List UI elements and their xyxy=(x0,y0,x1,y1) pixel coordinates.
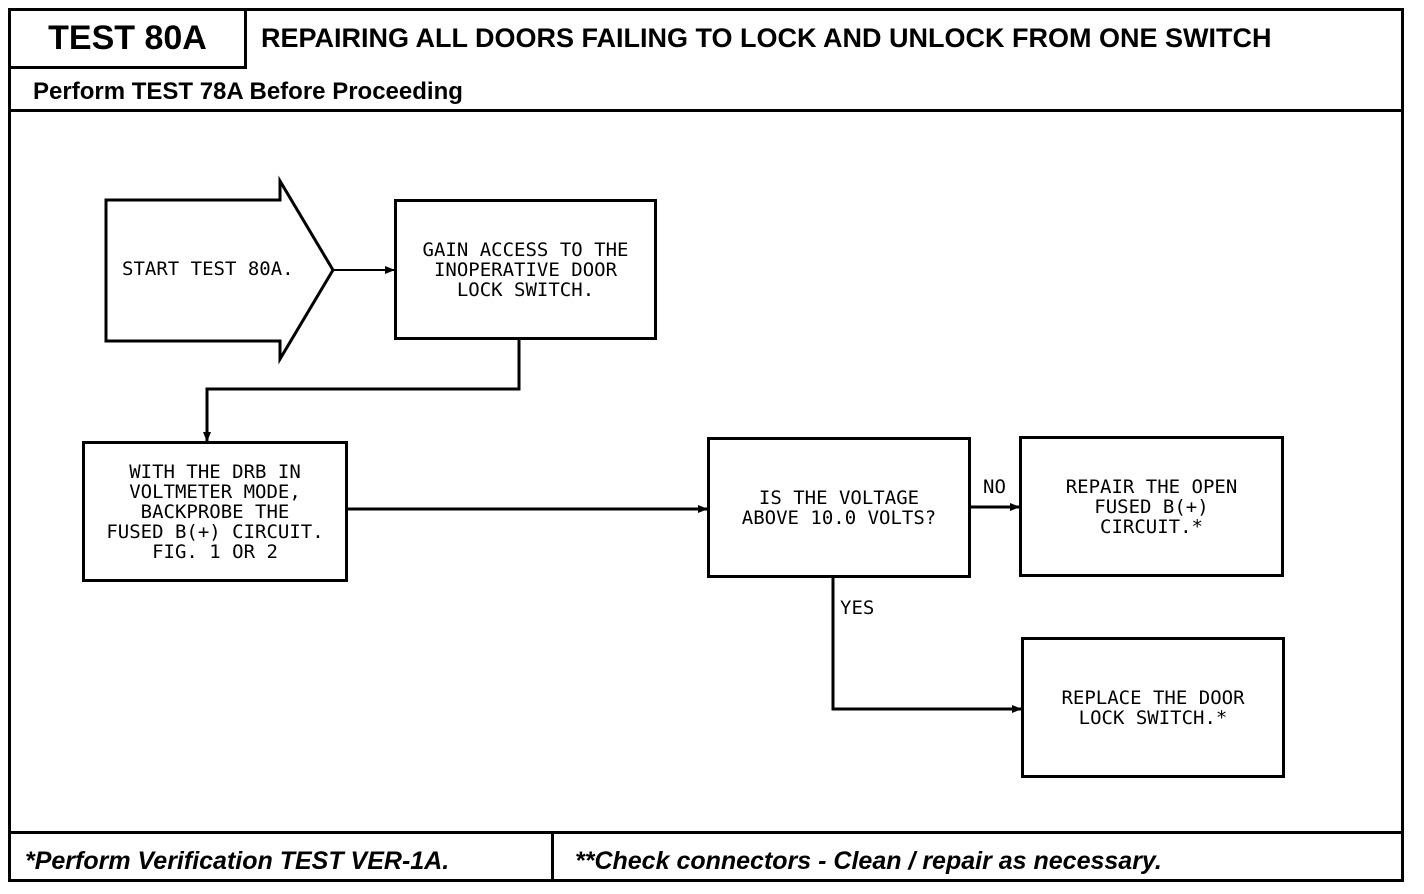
label-yes: YES xyxy=(840,597,875,619)
start-arrow-shape xyxy=(104,175,335,365)
test-id: TEST 80A xyxy=(11,11,247,69)
action-replace-switch: REPLACE THE DOOR LOCK SWITCH.* xyxy=(1021,637,1285,778)
step-backprobe: WITH THE DRB IN VOLTMETER MODE, BACKPROB… xyxy=(82,441,348,582)
step-gain-access: GAIN ACCESS TO THE INOPERATIVE DOOR LOCK… xyxy=(394,199,657,340)
page-title: REPAIRING ALL DOORS FAILING TO LOCK AND … xyxy=(261,23,1272,53)
header-divider xyxy=(11,109,1401,112)
prerequisite-note: Perform TEST 78A Before Proceeding xyxy=(33,78,463,105)
footer-verification-note: *Perform Verification TEST VER-1A. xyxy=(25,847,450,875)
label-no: NO xyxy=(983,476,1006,498)
decision-voltage: IS THE VOLTAGE ABOVE 10.0 VOLTS? xyxy=(707,437,971,578)
action-repair-circuit: REPAIR THE OPEN FUSED B(+) CIRCUIT.* xyxy=(1019,436,1284,577)
footer-divider xyxy=(11,831,1401,834)
start-label: START TEST 80A. xyxy=(122,258,294,280)
connector-access-to-backprobe xyxy=(203,340,521,442)
connector-yes-branch xyxy=(831,578,1022,713)
footer-separator xyxy=(551,831,554,879)
footer-connector-note: **Check connectors - Clean / repair as n… xyxy=(575,847,1162,875)
